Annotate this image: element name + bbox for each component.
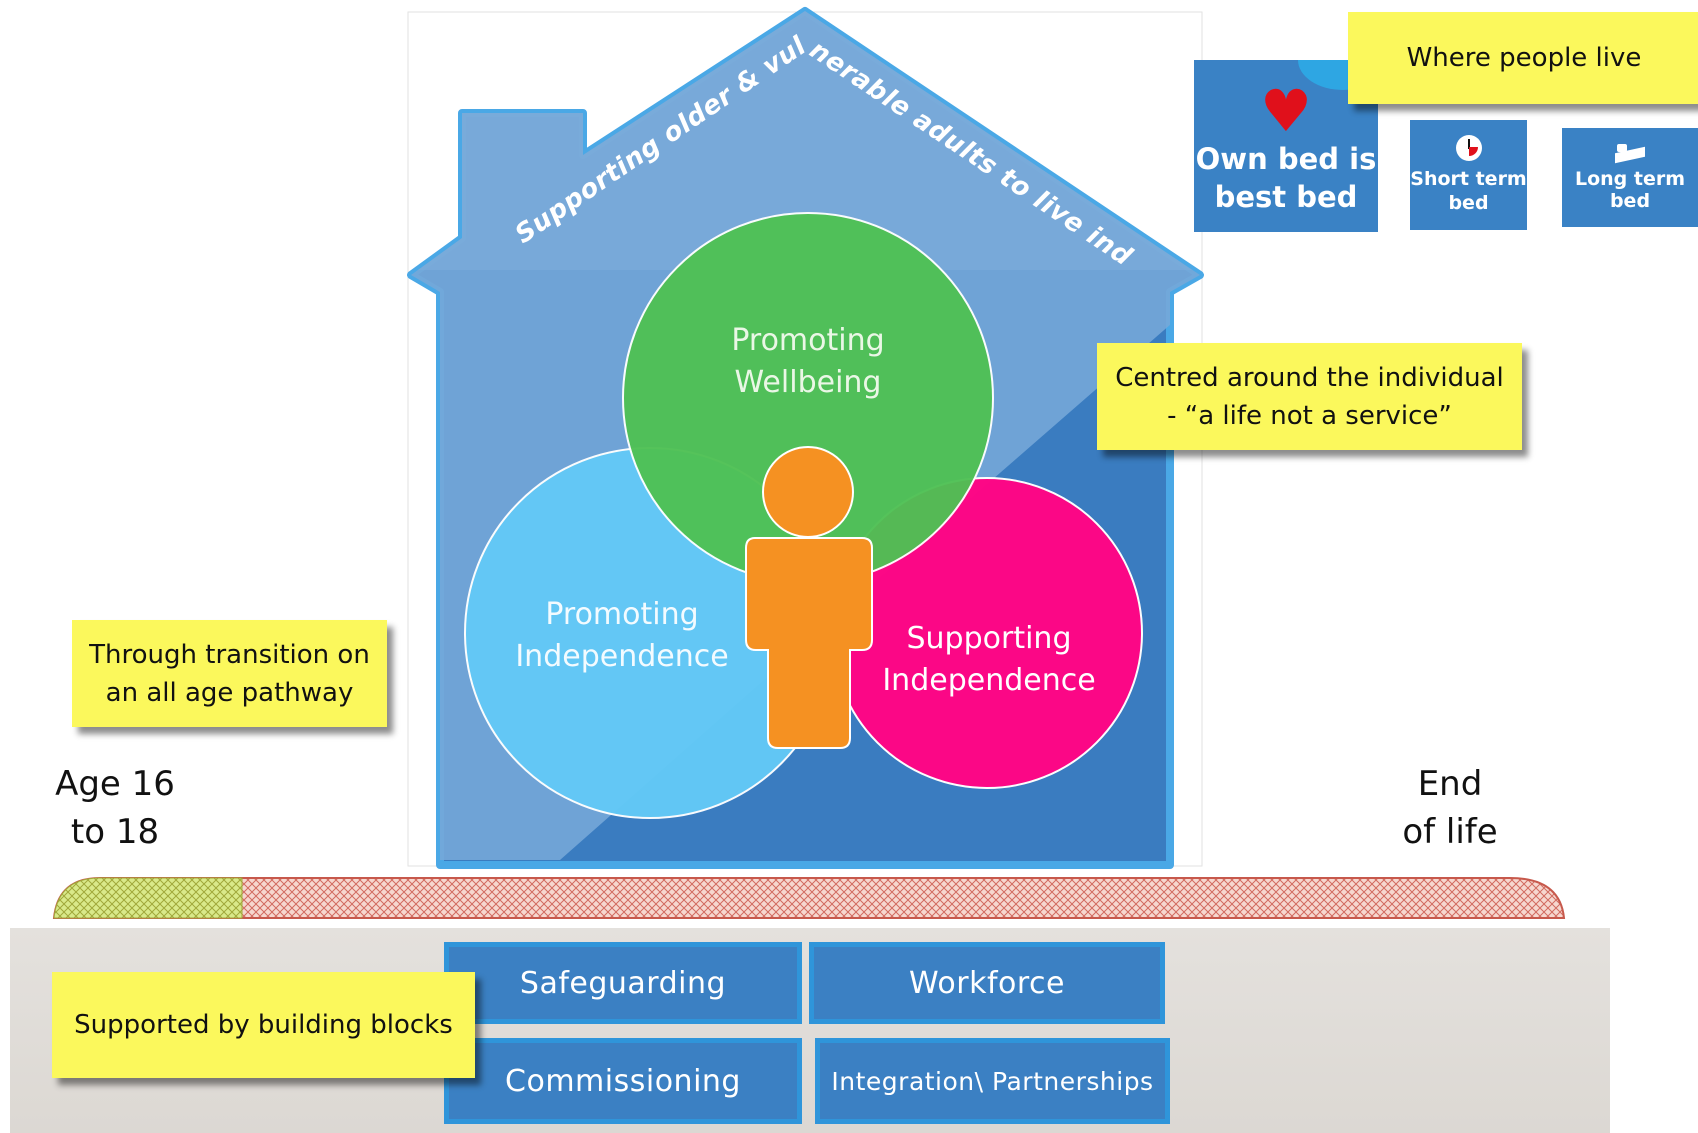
note-where-people-live: Where people live: [1348, 12, 1698, 104]
label-promoting-independence-line-2: Independence: [515, 639, 729, 674]
block-integration: Integration\ Partnerships: [815, 1038, 1170, 1124]
block-safeguarding: Safeguarding: [444, 942, 802, 1024]
bed-icon: [1613, 143, 1647, 163]
label-supporting-independence-line-2: Independence: [882, 663, 1096, 698]
block-commissioning: Commissioning: [444, 1038, 802, 1124]
label-promoting-wellbeing-line-2: Wellbeing: [734, 365, 882, 400]
label-promoting-wellbeing-line-1: Promoting: [731, 323, 885, 358]
note-transition: Through transition on an all age pathway: [72, 620, 387, 727]
svg-text:Supporting older & vulnerable: Supporting older & vulnerable adults to …: [0, 0, 1137, 272]
long-term-bed-card: Long term bed: [1562, 128, 1698, 227]
heart-icon: ♥: [1260, 77, 1312, 145]
pathway-start-label: Age 16 to 18: [55, 764, 175, 852]
roof-text: Supporting older & vulnerable adults to …: [0, 0, 1137, 272]
block-workforce: Workforce: [809, 942, 1165, 1024]
label-promoting-independence-line-1: Promoting: [545, 597, 699, 632]
pathway-bar-start: [53, 877, 243, 919]
note-centred-individual: Centred around the individual - “a life …: [1097, 343, 1522, 450]
note-building-blocks: Supported by building blocks: [52, 972, 475, 1078]
label-supporting-independence-line-1: Supporting: [906, 621, 1072, 656]
short-term-bed-card: Short term bed: [1410, 120, 1527, 230]
person-body: [745, 537, 873, 749]
pathway-end-label: End of life: [1402, 764, 1498, 852]
clock-icon: [1455, 135, 1482, 161]
